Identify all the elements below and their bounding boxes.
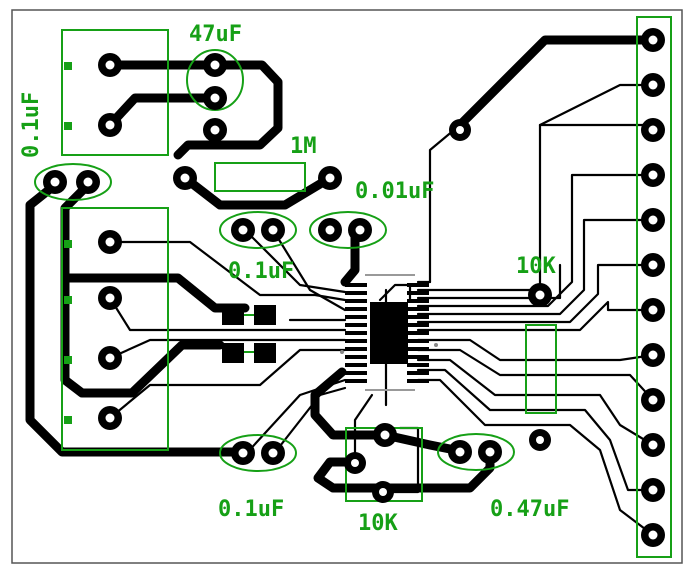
ic-chip: [340, 274, 438, 391]
label-10k-right: 10K: [516, 254, 556, 279]
connector-bottom-outline: [61, 207, 169, 451]
label-01uf-bottom: 0.1uF: [218, 497, 284, 522]
signal-traces: [108, 83, 655, 537]
smd-parts: [222, 305, 276, 363]
label-01uf-mid: 0.1uF: [228, 259, 294, 284]
ic-center-pad: [370, 302, 408, 364]
connector-top-outline: [61, 29, 169, 156]
label-1m: 1M: [290, 134, 317, 159]
label-047uf: 0.47uF: [490, 497, 569, 522]
label-10k-bottom: 10K: [358, 511, 398, 536]
connector-pin-marks: [64, 62, 72, 424]
label-01uf-left: 0.1uF: [19, 92, 44, 158]
through-hole-pads: [43, 53, 552, 503]
label-001uf: 0.01uF: [355, 179, 434, 204]
header-outline: [636, 16, 672, 558]
header-pins: [641, 28, 665, 547]
label-47uf: 47uF: [189, 22, 242, 47]
component-labels: 47uF 0.1uF 1M 0.01uF 0.1uF 10K 0.1uF 10K…: [19, 22, 569, 536]
ic-right-pads: [407, 283, 429, 383]
ic-left-pads: [345, 283, 367, 383]
silkscreen-outlines: [34, 16, 672, 558]
